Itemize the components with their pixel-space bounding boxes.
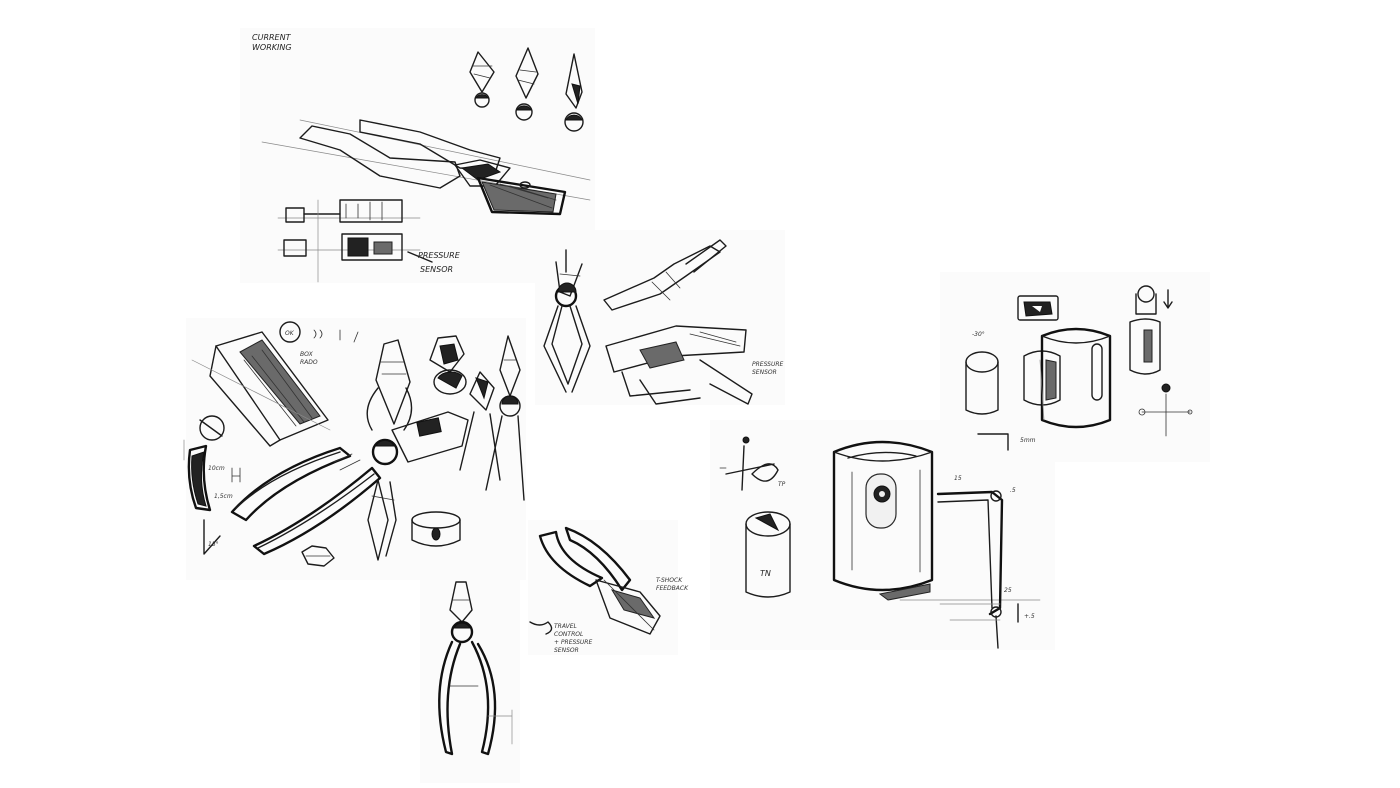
side-pliers-perspective: PRESSURE SENSOR	[605, 325, 784, 405]
jaw-variations	[469, 47, 584, 132]
corner-dim-sketch	[977, 433, 1009, 451]
dim-5mm: 5mm	[1020, 437, 1036, 444]
bottom-note-1: TRAVEL	[554, 623, 577, 630]
side-views-top: PRESSURE SENSOR	[277, 199, 461, 283]
pressure-sensor-label-2: SENSOR	[420, 265, 453, 274]
jaw-detail-sketch	[429, 335, 467, 395]
box-label-1: BOX	[300, 351, 314, 358]
dim-25: 25	[1004, 587, 1012, 594]
vertical-pliers-sketch	[366, 339, 413, 431]
main-cylinder-device	[832, 440, 1041, 601]
axis-sketch: TP	[719, 436, 786, 491]
open-pliers-front	[543, 249, 591, 393]
narrow-pliers-sketch	[459, 335, 525, 501]
pressure-sensor-label-4: SENSOR	[752, 369, 777, 376]
curved-handle-sketch	[183, 415, 225, 512]
cutter-study: T-SHOCK FEEDBACK TRAVEL CONTROL + PRESSU…	[528, 520, 689, 655]
box-sensor-sketch	[191, 331, 331, 447]
dim-15: 15	[954, 475, 962, 482]
pressure-sensor-label-1: PRESSURE	[418, 251, 461, 260]
angle-15: 15°	[208, 541, 219, 548]
tall-capsule-sketch	[1129, 285, 1173, 375]
bottom-note-2: CONTROL	[554, 631, 583, 638]
small-cylinder-sketch: TN	[745, 511, 791, 598]
ok-label: OK	[285, 330, 295, 337]
top-pliers-study: CURRENT WORKING	[240, 28, 595, 283]
bracket-arm-sketch: 15 .5 25 +.5	[936, 475, 1035, 649]
axis-marker-sketch	[1138, 383, 1193, 437]
dim-5: .5	[1010, 487, 1016, 494]
chip-icon-sketch	[1017, 295, 1059, 321]
bottom-note-3: + PRESSURE	[554, 639, 592, 646]
pressure-sensor-label-3: PRESSURE	[752, 361, 784, 368]
lower-pliers-sketch	[367, 479, 397, 561]
feedback-label-2: FEEDBACK	[656, 585, 689, 592]
box-label-2: RADO	[300, 359, 318, 366]
bottom-note-4: SENSOR	[554, 647, 579, 654]
note-working: WORKING	[252, 43, 292, 52]
tp-label: TP	[778, 481, 786, 488]
dim-pm5: +.5	[1024, 613, 1035, 620]
bottom-pliers-study	[420, 578, 520, 783]
ring-nut-sketch	[301, 511, 461, 567]
dim-15cm: 1,5cm	[214, 493, 233, 500]
device-front-sketch	[1039, 327, 1112, 429]
closed-pliers-perspective	[603, 239, 727, 311]
feedback-label-1: T-SHOCK	[656, 577, 683, 584]
note-current: CURRENT	[252, 33, 292, 42]
left-cluster-pliers-study: OK BOX RADO 10cm 1,5cm 15°	[183, 318, 526, 580]
center-pliers-study: PRESSURE SENSOR	[535, 230, 785, 405]
dim-10cm: 10cm	[208, 465, 225, 472]
right-component-study: -30° 5mm	[940, 272, 1210, 462]
angle-30: -30°	[972, 331, 985, 338]
pliers-perspective-top	[261, 119, 591, 216]
main-pliers-sketch	[230, 411, 469, 556]
ok-indicator	[279, 321, 301, 343]
small-cylinders-sketch: -30°	[965, 331, 1061, 415]
tn-label: TN	[760, 569, 771, 578]
